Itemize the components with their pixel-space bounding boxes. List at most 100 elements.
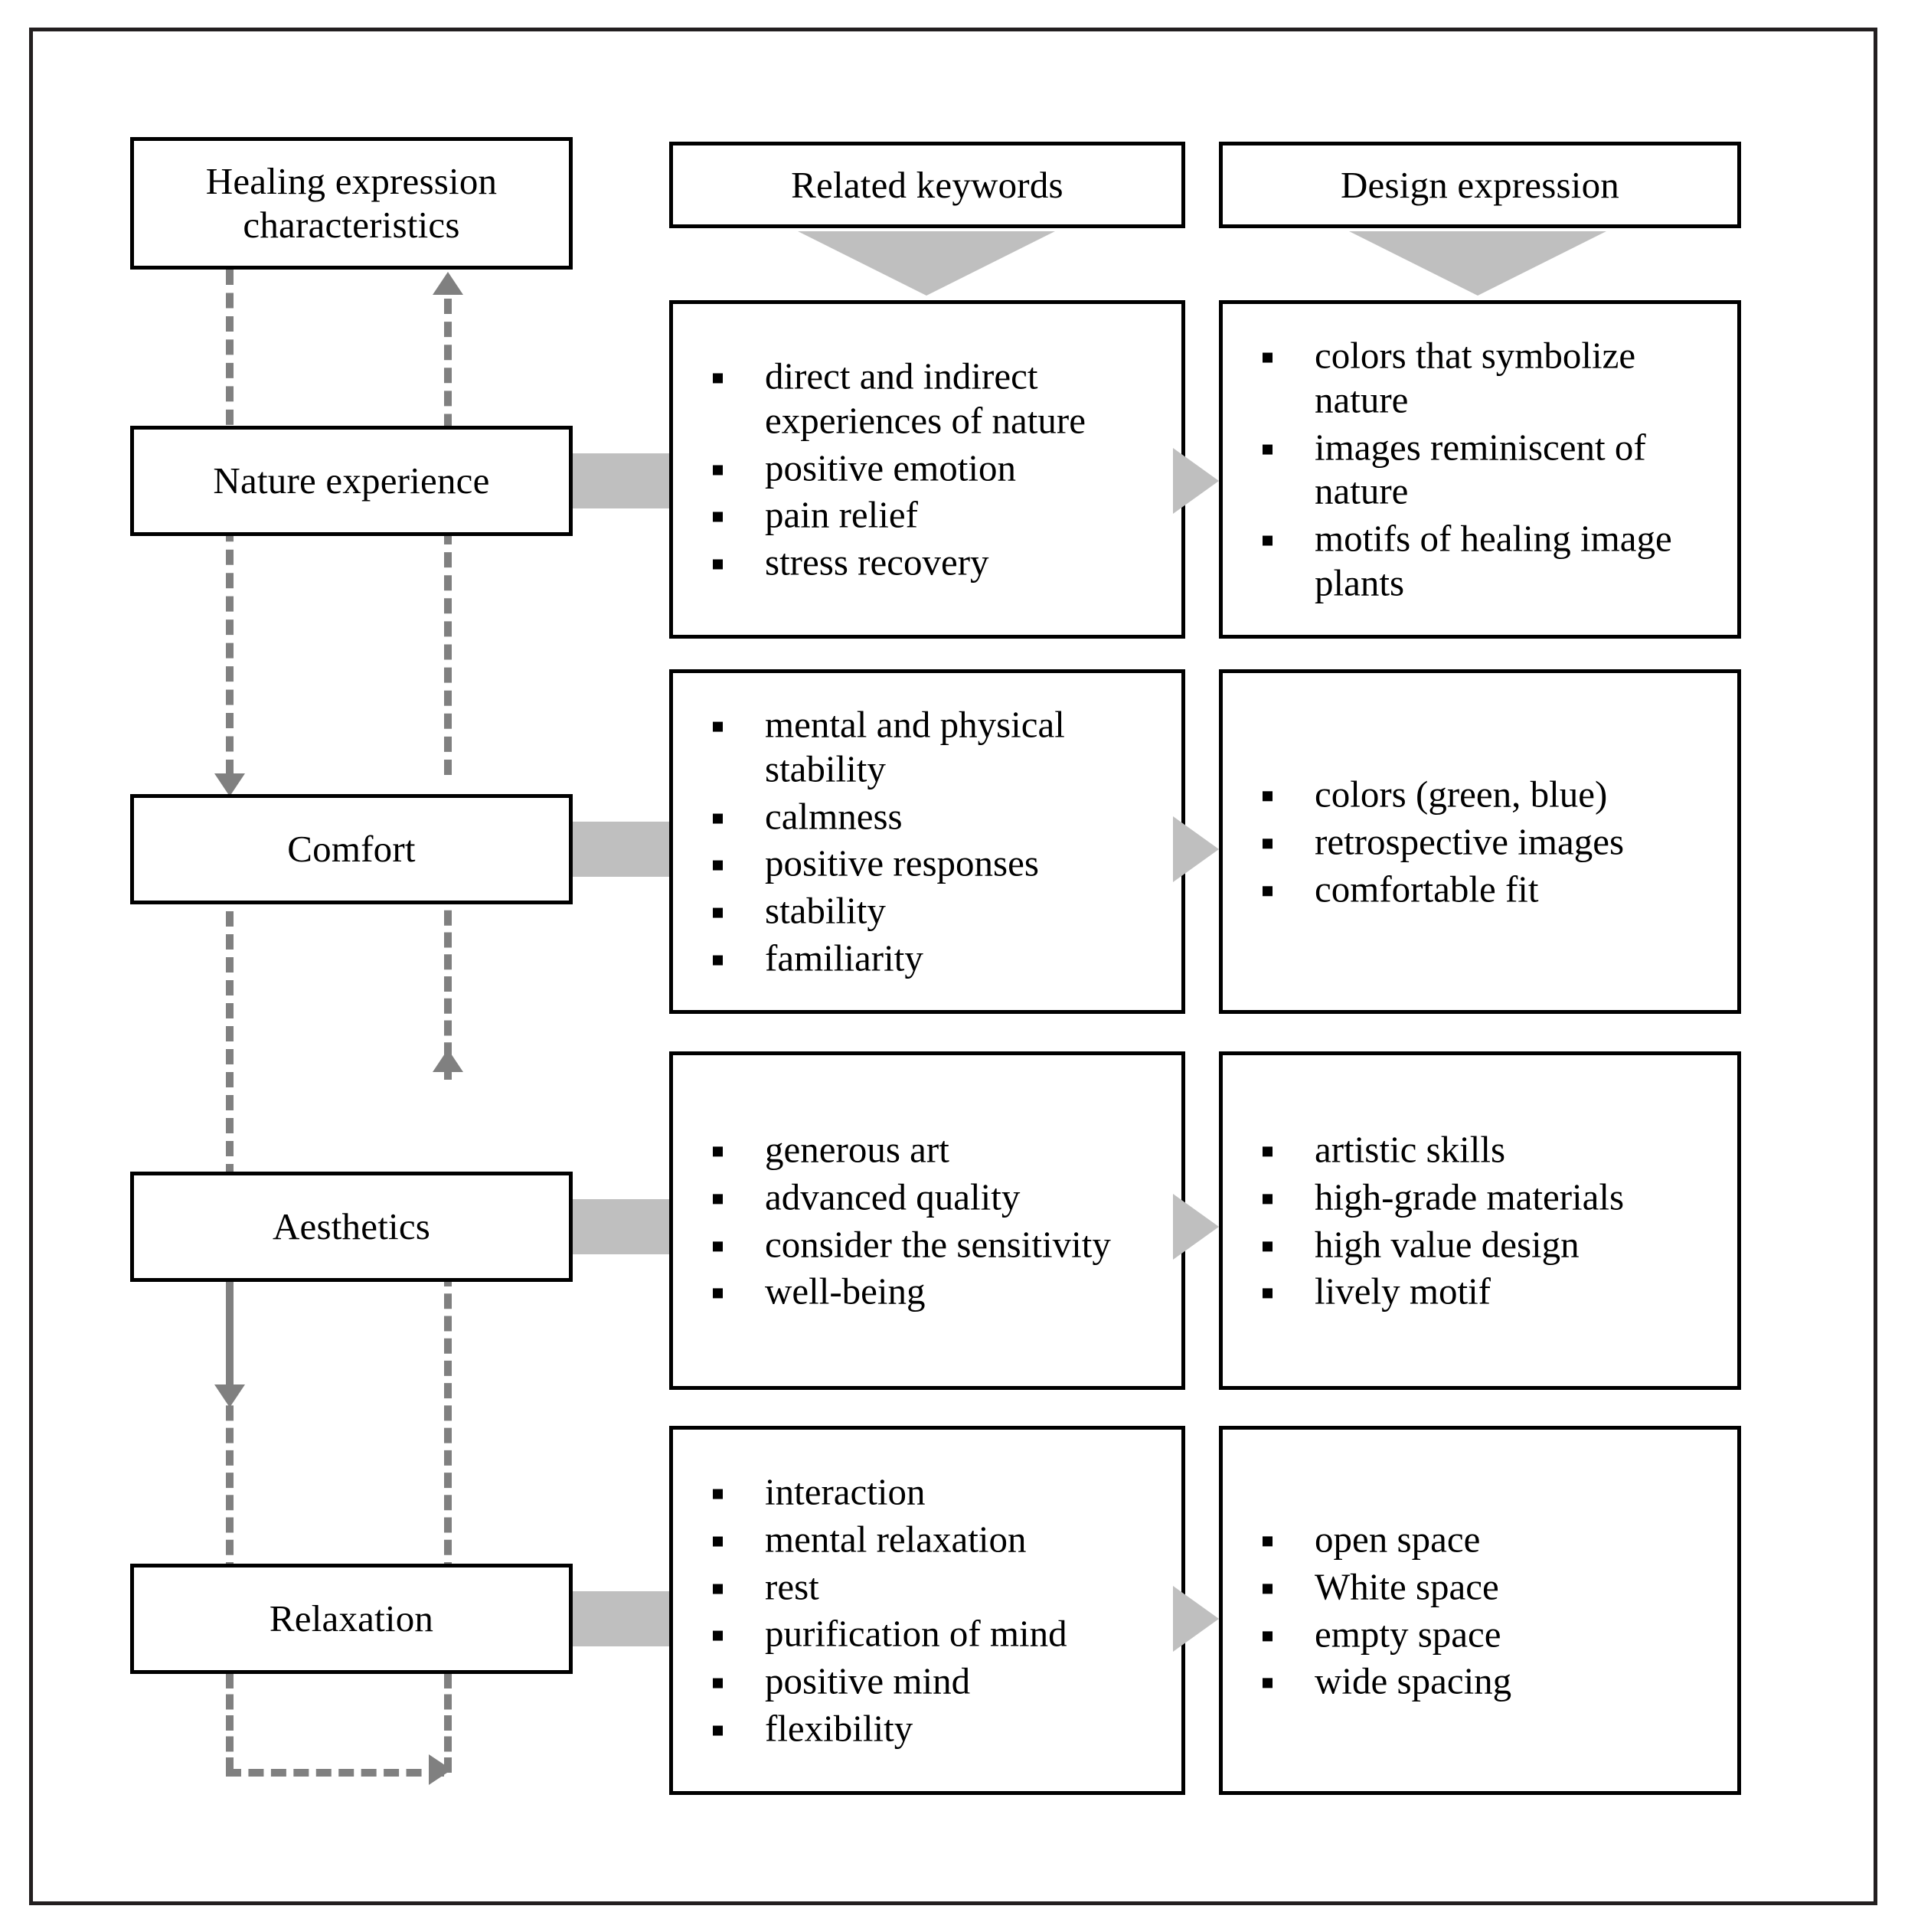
flow-line-ascending-segment-2 [444,888,452,1080]
bullet-square-icon [1263,1194,1273,1205]
list-item: stability [696,889,1169,933]
bullet-square-icon [1263,1678,1273,1688]
list-item: purification of mind [696,1612,1169,1656]
list-item: colors (green, blue) [1246,772,1725,816]
bullet-square-icon [1263,1146,1273,1157]
bullet-square-icon [713,1288,723,1299]
design-list: colors (green, blue) retrospective image… [1246,772,1725,910]
list-item-text: lively motif [1315,1270,1491,1313]
title-box-healing-expression-characteristics: Healing expression characteristics [130,137,573,270]
list-item-text: pain relief [765,493,918,536]
list-item: rest [696,1564,1169,1609]
list-item: White space [1246,1564,1725,1609]
list-item: direct and indirect experiences of natur… [696,354,1169,443]
bullet-square-icon [713,1584,723,1594]
header-box-related-keywords: Related keywords [669,142,1185,228]
list-item-text: calmness [765,795,903,838]
list-item: positive mind [696,1659,1169,1704]
flow-arrow-down-to-comfort [214,773,245,796]
bullet-square-icon [713,1631,723,1641]
title-box-label: Healing expression characteristics [205,159,498,247]
list-item: open space [1246,1517,1725,1561]
list-item-text: interaction [765,1470,926,1513]
list-item: positive responses [696,842,1169,886]
header-box-design-expression: Design expression [1219,142,1741,228]
characteristic-box-aesthetics: Aesthetics [130,1172,573,1282]
bullet-square-icon [1263,535,1273,546]
bullet-square-icon [1263,839,1273,849]
flow-line-ascending-segment-bottom [444,1673,452,1773]
list-item-text: colors (green, blue) [1315,773,1608,816]
design-box-comfort: colors (green, blue) retrospective image… [1219,669,1741,1014]
flow-line-bottom-loop [226,1769,444,1777]
header-label-related-keywords: Related keywords [791,163,1063,206]
design-list: colors that symbolize nature images remi… [1246,334,1725,606]
list-item-text: stability [765,889,886,932]
list-item: colors that symbolize nature [1246,334,1725,423]
flow-line-descending-segment-3 [226,1271,234,1577]
list-item: familiarity [696,937,1169,981]
bullet-square-icon [713,955,723,966]
list-item-text: White space [1315,1565,1499,1608]
list-item-text: empty space [1315,1613,1501,1655]
flow-arrow-up-to-aesthetics [433,1049,463,1072]
connector-arrow-row-1 [1173,448,1219,514]
list-item-text: wide spacing [1315,1659,1512,1702]
keywords-box-nature-experience: direct and indirect experiences of natur… [669,300,1185,639]
list-item-text: retrospective images [1315,820,1625,863]
list-item-text: colors that symbolize nature [1315,334,1636,421]
design-box-aesthetics: artistic skills high-grade materials hig… [1219,1051,1741,1390]
bullet-square-icon [713,1489,723,1499]
list-item: wide spacing [1246,1659,1725,1704]
list-item-text: purification of mind [765,1613,1067,1655]
list-item-text: open space [1315,1518,1481,1561]
list-item-text: positive emotion [765,446,1016,489]
list-item-text: mental relaxation [765,1518,1027,1561]
list-item: motifs of healing image plants [1246,517,1725,606]
flow-line-descending-segment-2 [226,888,234,1386]
connector-bar-row-1 [573,453,674,508]
list-item-text: well-being [765,1270,926,1313]
list-item: comfortable fit [1246,867,1725,911]
keywords-box-relaxation: interaction mental relaxation rest purif… [669,1426,1185,1795]
list-item: interaction [696,1470,1169,1515]
list-item: positive emotion [696,446,1169,490]
bullet-square-icon [713,907,723,918]
list-item: high-grade materials [1246,1175,1725,1219]
keywords-list: interaction mental relaxation rest purif… [696,1470,1169,1751]
characteristic-label: Nature experience [213,459,490,502]
bullet-square-icon [1263,1584,1273,1594]
characteristic-label: Relaxation [269,1597,434,1640]
design-list: artistic skills high-grade materials hig… [1246,1127,1725,1313]
list-item: mental and physical stability [696,703,1169,792]
header-label-design-expression: Design expression [1340,163,1620,206]
list-item: consider the sensitivity [696,1222,1169,1267]
connector-arrow-row-2 [1173,816,1219,882]
connector-arrow-row-3 [1173,1194,1219,1260]
list-item-text: stress recovery [765,541,989,584]
connector-bar-row-4 [573,1591,674,1646]
chevron-down-icon-design [1349,231,1606,296]
bullet-square-icon [713,373,723,384]
list-item-text: artistic skills [1315,1128,1506,1171]
list-item-text: images reminiscent of nature [1315,426,1646,512]
list-item-text: consider the sensitivity [765,1223,1111,1265]
list-item-text: high value design [1315,1223,1580,1265]
list-item: well-being [696,1270,1169,1314]
keywords-box-aesthetics: generous art advanced quality consider t… [669,1051,1185,1390]
bullet-square-icon [713,1146,723,1157]
bullet-square-icon [713,512,723,522]
keywords-list: generous art advanced quality consider t… [696,1127,1169,1313]
list-item-text: positive mind [765,1659,971,1702]
connector-bar-row-2 [573,822,674,877]
list-item-text: rest [765,1565,819,1608]
flow-line-ascending-segment-1 [444,299,452,775]
list-item: retrospective images [1246,819,1725,864]
bullet-square-icon [1263,885,1273,896]
bullet-square-icon [1263,444,1273,455]
list-item-text: familiarity [765,937,923,979]
list-item: images reminiscent of nature [1246,425,1725,514]
list-item-text: motifs of healing image plants [1315,517,1672,604]
connector-bar-row-3 [573,1199,674,1254]
